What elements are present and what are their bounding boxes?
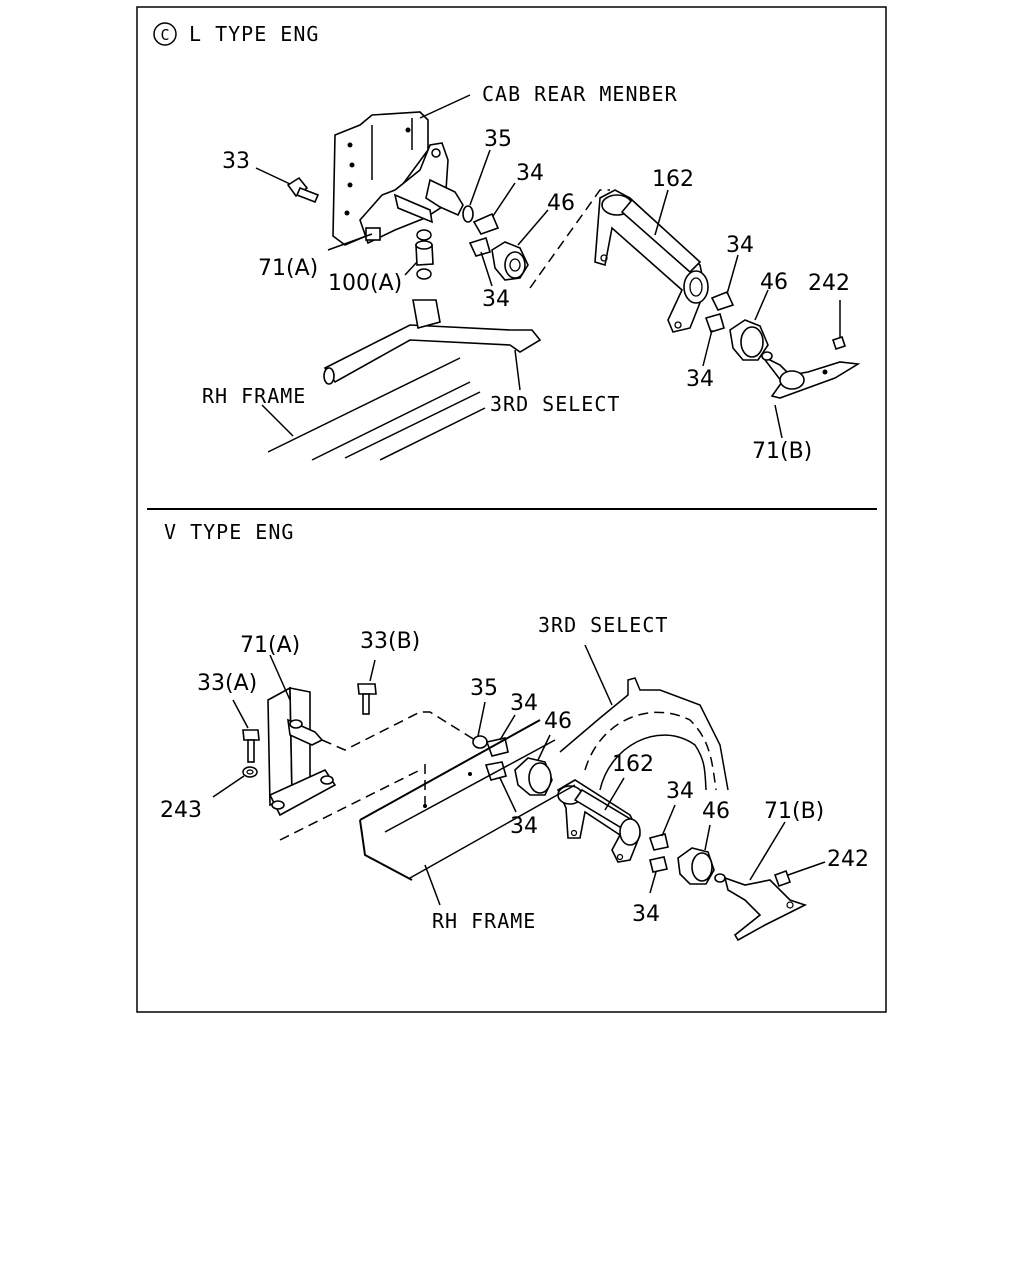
label-71a-bottom: 71(A) — [240, 633, 300, 658]
cab-rear-member-bracket — [332, 111, 464, 246]
third-select-rod-top — [323, 299, 542, 385]
panel-v-type: V TYPE ENG 71(A) 33(B) 33(A) — [160, 520, 869, 942]
bushing-100a — [415, 229, 434, 280]
rh-frame-top — [267, 357, 486, 461]
snap-ring-35-bottom — [472, 735, 488, 749]
bush-46-bottom-right — [677, 847, 715, 885]
seat-34-right-upper — [710, 290, 735, 311]
label-34-top-c: 34 — [726, 233, 754, 258]
label-3rd-select-top: 3RD SELECT — [490, 392, 620, 416]
shaft-162 — [594, 189, 709, 333]
label-162-bottom: 162 — [612, 752, 654, 777]
seat-34-upper — [472, 212, 500, 235]
label-46-bottom-b: 46 — [702, 799, 730, 824]
label-242-bottom: 242 — [827, 847, 869, 872]
panel-title-v-type: V TYPE ENG — [164, 520, 294, 544]
bracket-71b-top — [761, 351, 861, 399]
seat-34-bottom-right-upper — [648, 833, 669, 851]
label-34-top-a: 34 — [516, 161, 544, 186]
circle-mark — [153, 22, 177, 46]
washer-243 — [242, 766, 258, 778]
seat-34-bottom-lower — [484, 761, 507, 781]
label-71a: 71(A) — [258, 256, 318, 281]
label-46-bottom-a: 46 — [544, 709, 572, 734]
label-rh-frame-bottom: RH FRAME — [432, 909, 536, 933]
bush-46-right — [729, 319, 769, 361]
seat-34-lower — [468, 236, 491, 257]
label-100a: 100(A) — [328, 271, 402, 296]
outer-border — [136, 6, 887, 1013]
label-162-top: 162 — [652, 167, 694, 192]
nut-242-bottom — [773, 869, 792, 888]
bush-46-left — [491, 241, 529, 281]
label-243: 243 — [160, 798, 202, 823]
leader-cab-rear-member — [419, 94, 471, 119]
bolt-33 — [286, 176, 320, 204]
seat-34-bottom-upper — [485, 737, 509, 757]
label-3rd-select-bottom: 3RD SELECT — [538, 613, 668, 637]
seat-34-bottom-right-lower — [649, 856, 668, 873]
label-71b-bottom: 71(B) — [764, 799, 824, 824]
label-35-top: 35 — [484, 127, 512, 152]
label-rh-frame-top: RH FRAME — [202, 384, 306, 408]
circle-mark-letter: C — [160, 26, 169, 44]
label-cab-rear-member: CAB REAR MENBER — [482, 82, 678, 106]
panel-title-l-type: L TYPE ENG — [189, 22, 319, 46]
seat-34-right-lower — [704, 313, 725, 333]
rh-frame-bottom — [359, 719, 576, 881]
snap-ring-35 — [462, 205, 474, 223]
shaft-162-bottom — [556, 779, 641, 863]
bolt-33a — [242, 729, 260, 763]
label-34-top-b: 34 — [482, 287, 510, 312]
label-35-bottom: 35 — [470, 676, 498, 701]
label-242-top: 242 — [808, 271, 850, 296]
label-34-bottom-d: 34 — [632, 902, 660, 927]
label-34-bottom-b: 34 — [510, 814, 538, 839]
label-46-top-b: 46 — [760, 270, 788, 295]
label-34-bottom-c: 34 — [666, 779, 694, 804]
third-select-housing-bottom — [559, 677, 729, 791]
bolt-33b — [357, 683, 377, 715]
panel-l-type: C L TYPE ENG CAB REAR MENBER — [153, 22, 861, 464]
nut-242-top — [831, 335, 847, 351]
label-34-top-d: 34 — [686, 367, 714, 392]
label-33b: 33(B) — [360, 629, 420, 654]
label-33a: 33(A) — [197, 671, 257, 696]
bracket-71b-bottom — [714, 873, 808, 942]
bush-46-bottom-left — [514, 757, 553, 796]
label-33: 33 — [222, 149, 250, 174]
label-46-top-a: 46 — [547, 191, 575, 216]
label-34-bottom-a: 34 — [510, 691, 538, 716]
label-71b-top: 71(B) — [752, 439, 812, 464]
bracket-71a-bottom — [267, 686, 337, 817]
